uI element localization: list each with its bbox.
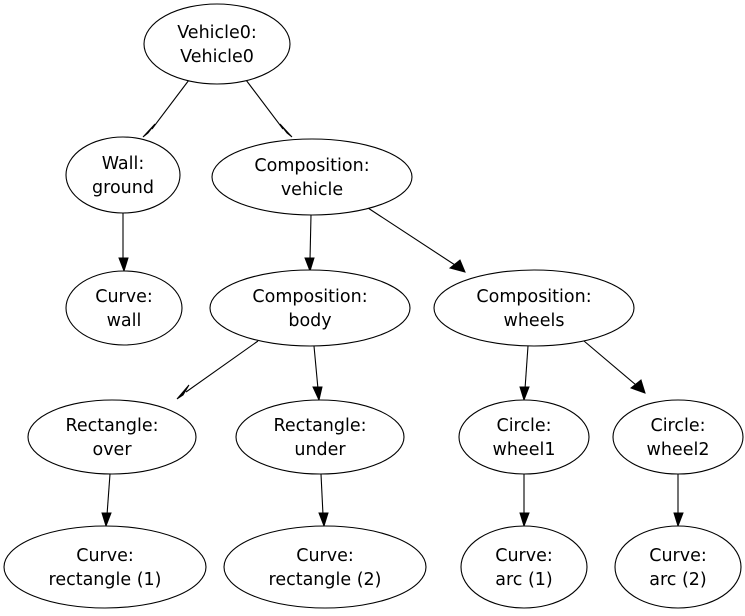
arrowhead-icon	[279, 123, 293, 138]
graph-node[interactable]: Curve: rectangle (1)	[3, 525, 207, 609]
node-label-name: arc (1)	[495, 570, 553, 590]
graph-node[interactable]: Vehicle0: Vehicle0	[143, 3, 291, 85]
node-ellipse-shape	[460, 525, 588, 609]
node-ellipse-shape	[223, 525, 427, 609]
edge-line	[151, 75, 193, 130]
node-ellipse-shape	[209, 269, 411, 347]
graph-edge	[312, 345, 323, 402]
graph-edge	[118, 213, 129, 273]
arrowhead-icon	[629, 379, 646, 394]
node-label-name: over	[92, 440, 132, 460]
node-ellipse-shape	[433, 269, 635, 347]
graph-edge	[673, 474, 684, 528]
arrowhead-icon	[519, 512, 530, 528]
arrowhead-icon	[318, 512, 329, 528]
node-label-type: Circle:	[496, 416, 551, 436]
node-ellipse-shape	[235, 399, 405, 475]
graph-edge	[242, 75, 293, 138]
graph-node[interactable]: Circle: wheel2	[612, 399, 744, 475]
arrowhead-icon	[312, 386, 323, 402]
edge-line	[320, 473, 324, 516]
graph-node[interactable]: Composition: vehicle	[211, 138, 413, 216]
node-label-type: Curve:	[95, 287, 153, 307]
arrowhead-icon	[304, 257, 315, 273]
edge-line	[185, 340, 259, 393]
node-label-type: Rectangle:	[273, 416, 366, 436]
edge-line	[242, 75, 284, 130]
node-label-name: wall	[107, 311, 142, 331]
graph-edge	[318, 473, 329, 528]
node-ellipse-shape	[458, 399, 590, 475]
edge-line	[309, 214, 312, 261]
node-label-type: Curve:	[649, 546, 707, 566]
node-label-name: Vehicle0	[180, 47, 254, 67]
node-label-type: Curve:	[296, 546, 354, 566]
arrowhead-icon	[448, 259, 466, 273]
edge-line	[313, 345, 319, 390]
node-label-type: Curve:	[76, 546, 134, 566]
node-label-name: wheels	[504, 311, 565, 331]
graph-node[interactable]: Rectangle: under	[235, 399, 405, 475]
arrowhead-icon	[176, 384, 190, 400]
node-label-name: rectangle (1)	[49, 570, 162, 590]
node-label-type: Wall:	[102, 154, 145, 174]
node-ellipse-shape	[27, 399, 197, 475]
node-label-type: Composition:	[476, 287, 591, 307]
node-label-name: ground	[92, 178, 154, 198]
node-ellipse-shape	[65, 270, 183, 346]
edge-line	[583, 340, 637, 386]
graph-edge	[176, 340, 259, 400]
graph-edge	[304, 214, 315, 273]
nodes-layer: Vehicle0:Vehicle0Wall:groundComposition:…	[3, 3, 744, 609]
graph-node[interactable]: Curve: wall	[65, 270, 183, 346]
graph-edge	[367, 207, 466, 273]
graph-edge	[583, 340, 646, 394]
graph-node[interactable]: Composition: wheels	[433, 269, 635, 347]
graph-node[interactable]: Curve: rectangle (2)	[223, 525, 427, 609]
edge-line	[524, 345, 529, 390]
graph-node[interactable]: Wall: ground	[65, 136, 181, 214]
node-ellipse-shape	[614, 525, 742, 609]
node-label-type: Curve:	[495, 546, 553, 566]
graph-edge	[142, 75, 193, 138]
node-label-type: Composition:	[252, 287, 367, 307]
graph-edge	[101, 473, 112, 528]
node-label-type: Composition:	[254, 156, 369, 176]
node-label-type: Vehicle0:	[177, 23, 257, 43]
graph-edge	[519, 474, 530, 528]
node-label-name: under	[294, 440, 346, 460]
arrowhead-icon	[142, 123, 156, 138]
node-label-name: wheel2	[647, 440, 710, 460]
edge-line	[367, 207, 456, 266]
node-label-name: arc (2)	[649, 570, 707, 590]
graph-node[interactable]: Circle: wheel1	[458, 399, 590, 475]
arrowhead-icon	[101, 512, 112, 528]
node-ellipse-shape	[612, 399, 744, 475]
node-label-name: vehicle	[281, 180, 343, 200]
arrowhead-icon	[673, 512, 684, 528]
node-ellipse-shape	[3, 525, 207, 609]
graph-node[interactable]: Curve: arc (1)	[460, 525, 588, 609]
edges-layer	[101, 75, 684, 528]
node-label-type: Circle:	[650, 416, 705, 436]
node-label-type: Rectangle:	[65, 416, 158, 436]
graph-node[interactable]: Rectangle: over	[27, 399, 197, 475]
node-label-name: rectangle (2)	[269, 570, 382, 590]
arrowhead-icon	[118, 257, 129, 273]
graph-node[interactable]: Composition: body	[209, 269, 411, 347]
node-label-name: body	[288, 311, 331, 331]
node-ellipse-shape	[65, 136, 181, 214]
node-ellipse-shape	[143, 3, 291, 85]
arrowhead-icon	[519, 386, 530, 402]
edge-line	[106, 473, 111, 516]
node-label-name: wheel1	[493, 440, 556, 460]
graph-node[interactable]: Curve: arc (2)	[614, 525, 742, 609]
node-ellipse-shape	[211, 138, 413, 216]
graph-edge	[519, 345, 530, 402]
